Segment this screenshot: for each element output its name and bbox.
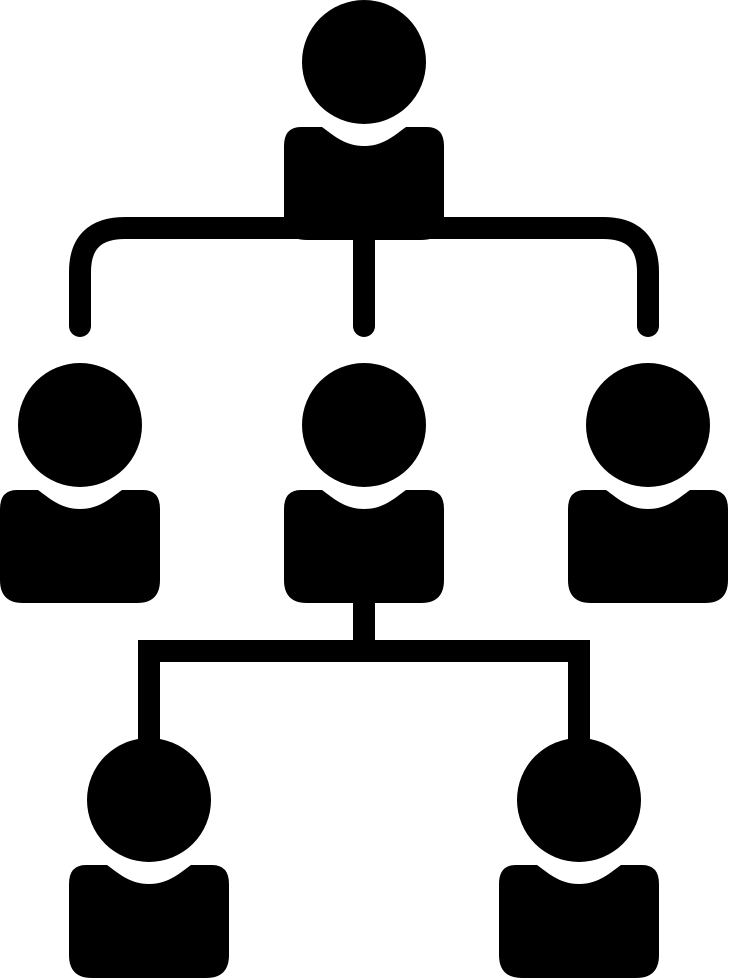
connector-top-to-right (353, 217, 659, 337)
connectors-level-2 (138, 596, 590, 748)
person-bottom-right-icon (499, 738, 659, 978)
connector-top-to-left (69, 217, 375, 337)
person-left-icon (0, 363, 160, 603)
person-middle-icon (284, 363, 444, 603)
connector-middle-to-bottom (138, 640, 590, 748)
person-right-icon (568, 363, 728, 603)
person-bottom-left-icon (69, 738, 229, 978)
person-top-icon (284, 0, 444, 240)
